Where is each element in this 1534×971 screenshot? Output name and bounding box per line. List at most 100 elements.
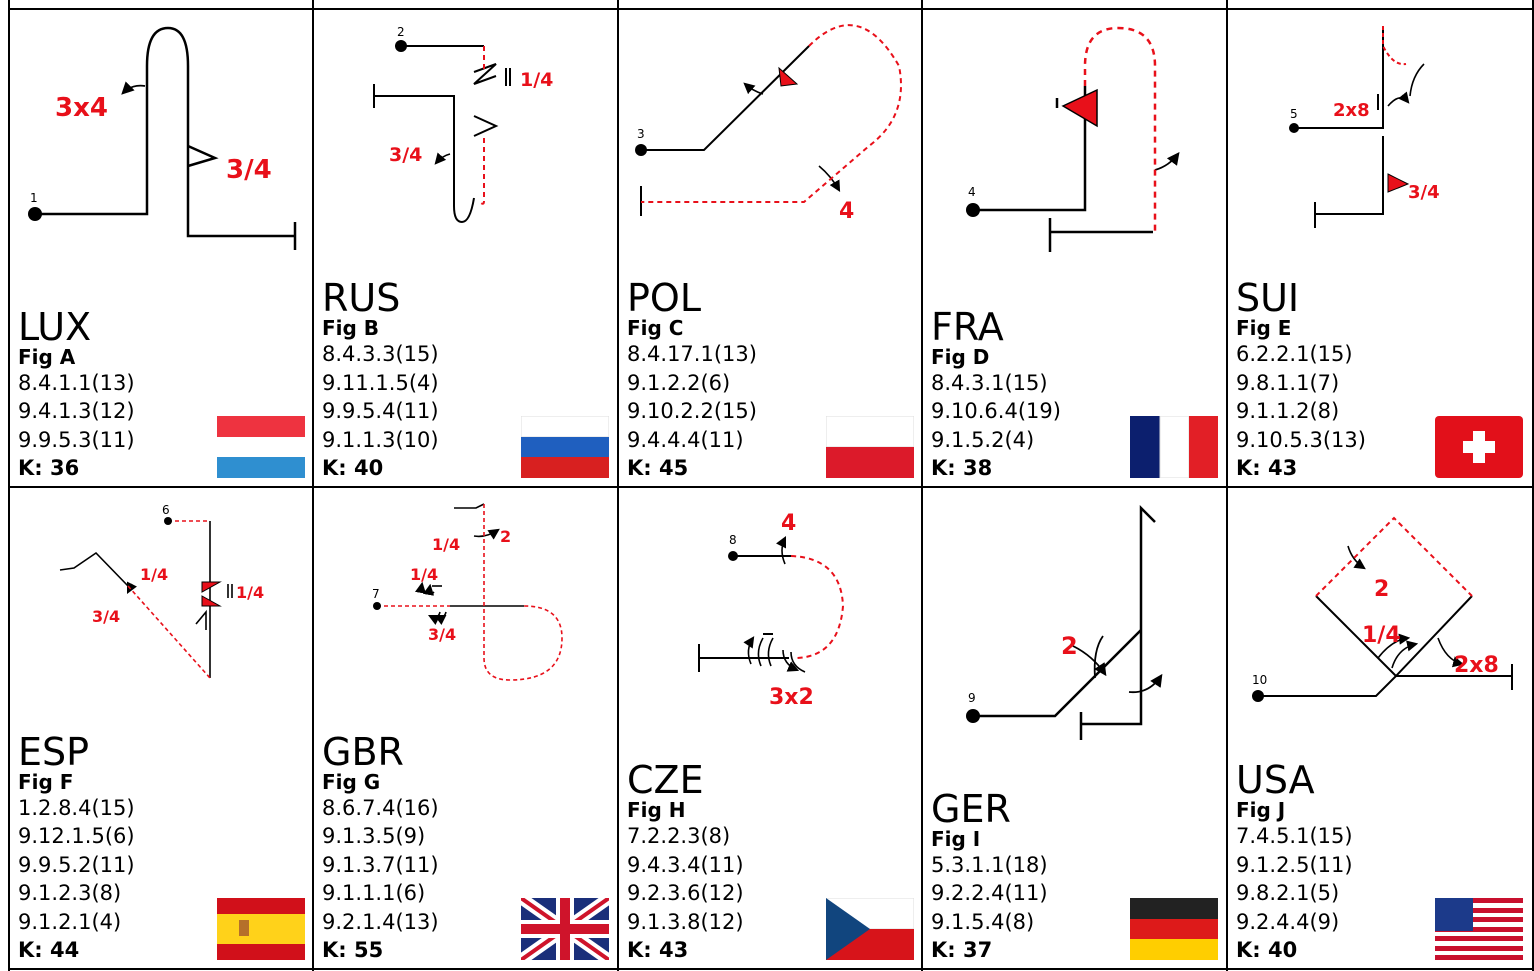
element-code: 9.2.2.4(11) — [931, 881, 1048, 905]
grid-line-v5 — [1532, 0, 1534, 971]
figure-diagram-i: 9 2 — [966, 504, 1163, 740]
element-code: 9.1.5.4(8) — [931, 909, 1035, 934]
element-code: 9.12.1.5(6) — [18, 824, 135, 848]
element-code: 9.10.6.4(19) — [931, 399, 1061, 423]
sui-flag-icon — [1435, 416, 1523, 478]
element-code: 9.1.1.1(6) — [322, 881, 426, 905]
element-code: 9.2.1.4(13) — [322, 909, 439, 934]
k-factor: K: 43 — [1236, 456, 1298, 480]
figure-id: Fig A — [18, 344, 76, 369]
element-code: 9.10.5.3(13) — [1236, 427, 1366, 452]
element-code: 9.1.3.7(11) — [322, 852, 439, 877]
figure-diagram-d: 4 — [966, 26, 1180, 252]
figure-number: 10 — [1252, 673, 1267, 687]
country-code: USA — [1236, 758, 1315, 802]
figure-label: 1/4 — [520, 69, 553, 91]
figure-label: 3/4 — [1408, 182, 1440, 203]
grid-line-v4 — [1226, 0, 1228, 971]
element-code: 9.1.2.1(4) — [18, 909, 122, 934]
element-code: 1.2.8.4(15) — [18, 795, 135, 820]
element-code: 7.4.5.1(15) — [1236, 824, 1353, 848]
grid-line-v3 — [921, 0, 923, 971]
country-code: POL — [627, 276, 701, 320]
element-code: 9.4.4.4(11) — [627, 427, 744, 452]
element-code: 8.4.3.1(15) — [931, 370, 1048, 395]
figure-label: 3x4 — [55, 93, 108, 123]
element-code: 9.1.2.3(8) — [18, 881, 122, 905]
country-code: FRA — [931, 304, 1004, 349]
figure-number: 7 — [372, 587, 380, 601]
figure-number: 3 — [637, 127, 645, 141]
figure-diagram-a: 1 3x4 3/4 — [28, 26, 297, 250]
figure-label: 2 — [500, 527, 511, 546]
element-code: 8.6.7.4(16) — [322, 795, 439, 820]
figure-label: 1/4 — [432, 535, 460, 554]
figure-number: 6 — [162, 503, 170, 517]
element-code: 9.1.5.2(4) — [931, 427, 1035, 452]
figure-id: Fig F — [18, 769, 74, 794]
figure-label: 4 — [781, 511, 796, 536]
figure-id: Fig J — [1236, 798, 1286, 822]
element-code: 9.1.2.2(6) — [627, 370, 731, 395]
element-code: 9.8.1.1(7) — [1236, 370, 1340, 395]
figure-diagram-h: 8 4 3x2 — [698, 511, 845, 710]
k-factor: K: 43 — [627, 938, 689, 962]
figure-number: 9 — [968, 691, 976, 705]
figure-card-cze: 8 4 3x2 CZE Fig H 7.2.2.3(8) 9.4.3.4(11)… — [619, 488, 924, 968]
figure-id: Fig I — [931, 826, 981, 851]
figure-label: 4 — [839, 199, 854, 224]
esp-flag-icon — [217, 898, 305, 960]
k-factor: K: 37 — [931, 938, 993, 962]
element-code: 9.1.3.5(9) — [322, 824, 426, 848]
figure-label: 1/4 — [1362, 623, 1401, 648]
grid-line-v1 — [312, 0, 314, 971]
element-code: 6.2.2.1(15) — [1236, 342, 1353, 366]
element-code: 7.2.2.3(8) — [627, 824, 731, 848]
grid-line-v0 — [8, 0, 10, 971]
figure-diagram-j: 10 2 1/4 2x8 — [1252, 516, 1513, 702]
usa-flag-icon — [1435, 898, 1523, 960]
fra-flag-icon — [1130, 416, 1218, 478]
figure-number: 1 — [30, 191, 38, 205]
k-factor: K: 44 — [18, 938, 80, 962]
figure-id: Fig C — [627, 316, 684, 340]
country-code: ESP — [18, 729, 90, 774]
element-code: 9.8.2.1(5) — [1236, 881, 1340, 905]
figure-number: 8 — [729, 533, 737, 547]
figure-card-fra: 4 FRA Fig D 8.4.3.1(15) 9.10.6.4(19) 9.1… — [923, 6, 1228, 486]
grid-line-bottom — [10, 968, 1534, 970]
figure-card-ger: 9 2 GER Fig I 5.3.1.1(18) 9.2.2.4(11) 9.… — [923, 488, 1228, 968]
element-code: 9.4.1.3(12) — [18, 399, 135, 423]
element-code: 8.4.3.3(15) — [322, 342, 439, 366]
figure-label: 2 — [1061, 632, 1078, 660]
figure-diagram-b: 2 1/4 3/4 — [373, 25, 553, 224]
element-code: 9.9.5.3(11) — [18, 427, 135, 452]
k-factor: K: 55 — [322, 938, 384, 962]
country-code: GBR — [322, 729, 404, 774]
grid-line-v2 — [617, 0, 619, 971]
figure-label: 3x2 — [769, 685, 814, 710]
k-factor: K: 36 — [18, 456, 80, 480]
element-code: 9.9.5.2(11) — [18, 852, 135, 877]
element-code: 9.2.3.6(12) — [627, 881, 744, 905]
figure-card-gbr: 7 1/4 2 1/4 3/4 GBR Fig G 8.6.7.4(16) 9.… — [314, 488, 619, 968]
element-code: 9.2.4.4(9) — [1236, 909, 1340, 934]
country-code: SUI — [1236, 276, 1300, 320]
element-code: 9.1.1.2(8) — [1236, 399, 1340, 423]
element-code: 5.3.1.1(18) — [931, 852, 1048, 877]
figure-label: 3/4 — [428, 625, 456, 644]
ger-flag-icon — [1130, 898, 1218, 960]
element-code: 8.4.17.1(13) — [627, 342, 757, 366]
figure-label: 2 — [1374, 577, 1389, 602]
grid-line-middle — [10, 486, 1534, 488]
pol-flag-icon — [826, 416, 914, 478]
figure-number: 2 — [397, 25, 405, 39]
element-code: 9.4.3.4(11) — [627, 852, 744, 877]
figure-label: 3/4 — [226, 155, 272, 185]
figure-number: 4 — [968, 185, 976, 199]
element-code: 9.1.3.8(12) — [627, 909, 744, 934]
k-factor: K: 38 — [931, 456, 993, 480]
figure-diagram-c: 3 4 — [635, 24, 902, 224]
grid-line-top — [10, 8, 1534, 10]
figure-card-pol: 3 4 POL Fig C 8.4.17.1(13) 9.1.2.2(6) 9.… — [619, 6, 924, 486]
